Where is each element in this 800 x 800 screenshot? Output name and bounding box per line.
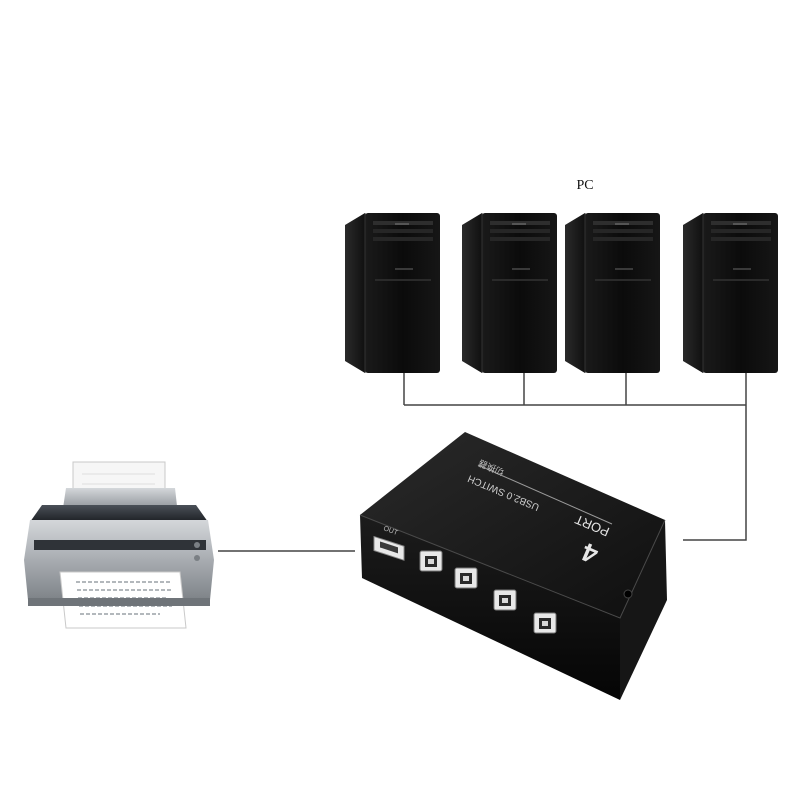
pc-tower-3 [565,213,660,373]
pc-tower-1 [345,213,440,373]
switch-output-port: OUT [373,525,405,561]
printer-icon [24,461,214,629]
switch-input-port-2 [454,567,478,589]
switch-power-jack [623,589,633,599]
connection-lines [218,372,747,552]
pc-tower-2 [462,213,557,373]
switch-input-port-3 [493,589,517,611]
switch-input-port-4 [533,612,557,634]
usb-switch: 4 PORT USB2.0 SWITCH 切换器 OUT [359,432,667,700]
pc-label: PC [576,178,594,193]
switch-input-port-1 [419,550,443,572]
switch-to-pc-line [683,405,747,541]
switch-output-label: OUT [382,525,399,537]
pc-tower-4 [683,213,778,373]
